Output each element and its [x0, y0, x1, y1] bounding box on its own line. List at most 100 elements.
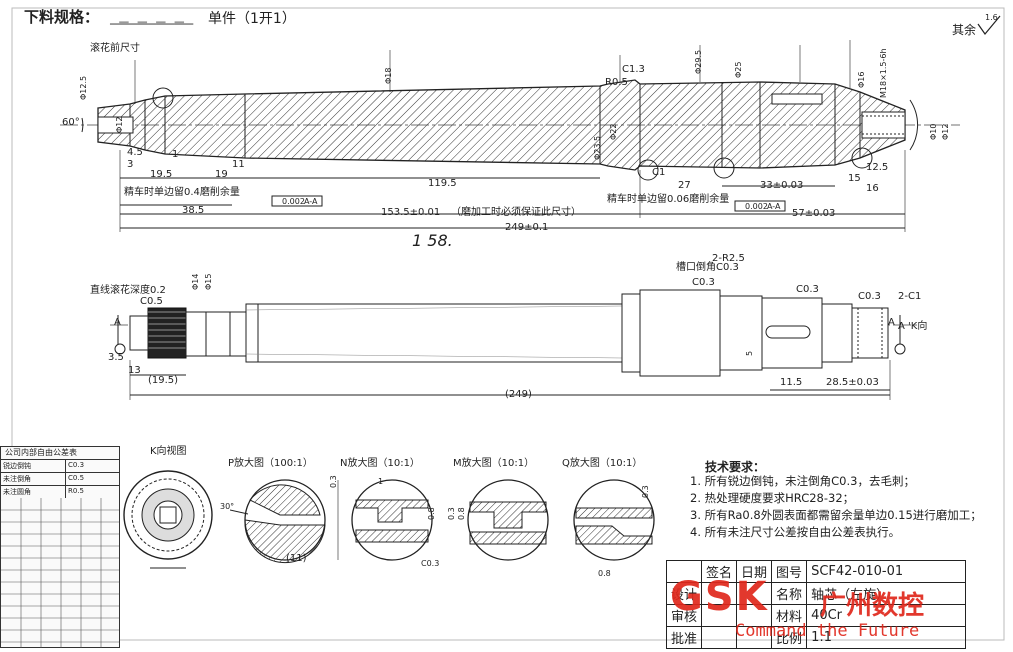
- dim-dia-18: Φ18: [384, 67, 393, 84]
- dim-dia-15: Φ15: [204, 273, 213, 290]
- dim-15: 15: [848, 173, 861, 184]
- k-view-title: K向视图: [150, 446, 187, 457]
- rough-turning-note: 精车时单边留0.4磨削余量: [124, 187, 240, 198]
- tech-requirement-item: 3. 所有Ra0.8外圆表面都需留余量单边0.15进行磨加工；: [690, 508, 982, 522]
- k-view-label: A 'K向: [898, 321, 928, 332]
- chamfer-c0-3-b: C0.3: [796, 284, 819, 295]
- r-note: 2-R2.5: [712, 253, 745, 264]
- approve-label: 批准: [665, 626, 703, 649]
- section-a-right: A: [888, 317, 895, 328]
- n-view-dim-1: 1: [378, 477, 384, 486]
- dim-57: 57±0.03: [792, 208, 836, 219]
- chamfer-2-c1: 2-C1: [898, 291, 922, 302]
- dim-dia-22: Φ22: [609, 123, 618, 140]
- knurl-outer-dia-label: 滚花前尺寸: [90, 43, 140, 54]
- name-label: 名称: [771, 582, 808, 605]
- gsk-brand: 广州数控: [820, 591, 925, 621]
- k-view-drawing: [123, 470, 213, 569]
- dim-3: 3: [127, 159, 134, 170]
- tech-requirement-item: 4. 所有未注尺寸公差按自由公差表执行。: [690, 525, 901, 539]
- q-view-title: Q放大图（10:1）: [562, 458, 643, 469]
- tech-requirement-item: 2. 热处理硬度要求HRC28-32；: [690, 491, 855, 505]
- dim-4-5: 4.5: [127, 147, 143, 158]
- dim-dia-12-b: Φ12: [941, 123, 950, 140]
- p-view-title: P放大图（100:1）: [228, 458, 313, 469]
- dim-11-5: 11.5: [780, 377, 803, 388]
- tolerance-row: 未注圆角 R0.5: [1, 485, 119, 498]
- tolerance-row: 锐边倒钝 C0.3: [1, 459, 119, 472]
- dim-249-paren: (249): [505, 389, 532, 400]
- grinding-note: （磨加工时必须保证此尺寸）: [451, 207, 581, 218]
- chamfer-c0-5: C0.5: [140, 296, 163, 307]
- dim-11: 11: [232, 159, 245, 170]
- scale-label: 比例: [771, 626, 808, 649]
- dim-dia-10: Φ10: [929, 123, 938, 140]
- dim-27: 27: [678, 180, 691, 191]
- tolerance-row-value: C0.3: [68, 461, 85, 469]
- n-view-title: N放大图（10:1）: [340, 458, 420, 469]
- dim-153-5: 153.5±0.01: [381, 207, 441, 218]
- gdt-value-1: 0.002: [282, 197, 305, 206]
- dim-19: 19: [215, 169, 228, 180]
- roughness-symbol-icon: [977, 15, 1001, 35]
- dim-13: 13: [128, 365, 141, 376]
- p-view-dim-30deg: 30°: [220, 502, 235, 511]
- tolerance-row-value: C0.5: [68, 474, 85, 482]
- dim-19-5-paren: (19.5): [148, 375, 179, 386]
- dim-1: 1: [172, 149, 179, 160]
- finish-turning-note: 精车时单边留0.06磨削余量: [607, 194, 730, 205]
- tolerance-row-label: 未注倒角: [1, 473, 66, 485]
- dim-60deg: 60°: [62, 117, 80, 128]
- dim-dia-25: Φ25: [734, 61, 743, 78]
- p-view-drawing: [230, 479, 326, 563]
- tolerance-row-value: R0.5: [68, 487, 84, 495]
- q-view-drawing: [573, 479, 655, 561]
- n-view-drawing: [337, 479, 433, 561]
- m-view-dim-0-8: 0.8: [457, 507, 466, 520]
- handwritten-ref: 1 58.: [412, 231, 453, 250]
- dim-dia-12: Φ12: [115, 116, 124, 133]
- groove-chamfer-note: 槽口倒角C0.3: [676, 262, 739, 273]
- datum-a-a-2: A-A: [767, 202, 781, 211]
- dim-12-5: 12.5: [866, 162, 889, 173]
- tolerance-row-label: 未注圆角: [1, 486, 66, 498]
- n-view-dim-0-8: 0.8: [427, 507, 436, 520]
- dim-dia-29-5: Φ29.5: [694, 49, 703, 74]
- tolerance-row-label: 锐边倒钝: [1, 460, 66, 472]
- dim-dia-12-5: Φ12.5: [79, 75, 88, 100]
- dim-19-5: 19.5: [150, 169, 173, 180]
- gsk-slogan: Command the Future: [735, 621, 920, 641]
- dim-c1: C1: [652, 167, 666, 178]
- tech-requirement-item: 1. 所有锐边倒钝，未注倒角C0.3，去毛刺；: [690, 474, 915, 488]
- drawing-no: SCF42-010-01: [806, 560, 967, 583]
- m-view-dim-c0-3: C0.3: [421, 559, 440, 568]
- dim-r0-5: R0.5: [605, 77, 628, 88]
- tolerance-row: 未注倒角 C0.5: [1, 472, 119, 485]
- dim-dia-16: Φ16: [857, 71, 866, 88]
- n-view-dim-0-3: 0.3: [329, 475, 338, 488]
- gdt-value-2: 0.002: [745, 202, 768, 211]
- m-view-title: M放大图（10:1）: [453, 458, 535, 469]
- chamfer-c0-3-c: C0.3: [858, 291, 881, 302]
- external-shaft-view: [110, 289, 920, 400]
- dim-5: 5: [745, 350, 754, 356]
- q-view-dim-0-3: 0.3: [641, 485, 650, 498]
- q-view-dim-0-8: 0.8: [598, 569, 611, 578]
- blank-spec-value: 单件（1开1）: [208, 11, 296, 27]
- tech-requirements-title: 技术要求：: [705, 460, 766, 474]
- dim-33: 33±0.03: [760, 180, 804, 191]
- dim-dia-14: Φ14: [191, 273, 200, 290]
- review-label: 审核: [665, 604, 703, 627]
- knurl-depth-note: 直线滚花深度0.2: [90, 285, 166, 296]
- p-view-dim-11: (11): [286, 553, 307, 564]
- material: 40Cr: [806, 604, 967, 627]
- dim-thread-m18: M18×1.5-6h: [879, 48, 888, 98]
- main-shaft-view: [60, 40, 960, 232]
- title-block-cell: [701, 626, 738, 649]
- roughness-value: 1.6: [985, 13, 998, 22]
- dim-16: 16: [866, 183, 879, 194]
- blank-spec-illegible: ▁▂▁▂▁▂▁▂▁: [110, 11, 194, 25]
- m-view-drawing: [467, 479, 549, 561]
- roughness-other-label: 其余: [952, 23, 977, 37]
